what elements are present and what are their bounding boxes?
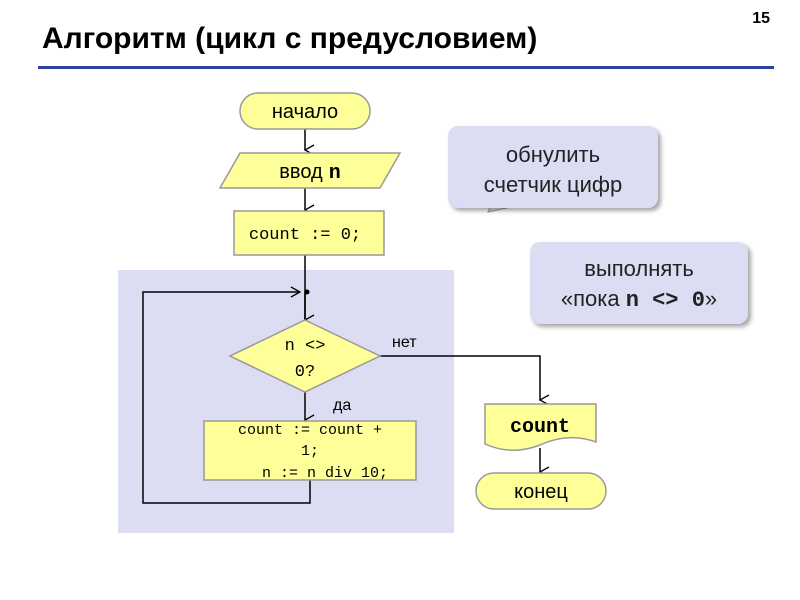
- condition-line-1: n <>: [285, 337, 326, 356]
- callout-reset-line-2: счетчик цифр: [483, 172, 623, 197]
- output-label: count: [510, 416, 570, 439]
- callout-reset-line-1: обнулить: [505, 142, 601, 167]
- end-label: конец: [514, 481, 568, 503]
- end-block: [475, 472, 607, 510]
- body-line-1: count := count +: [238, 422, 382, 439]
- callout-loop-condition: выполнять «пока n <> 0»: [530, 242, 748, 324]
- title-underline: [38, 66, 774, 69]
- connector-loop-back: [142, 286, 311, 504]
- input-block: [218, 152, 402, 189]
- body-line-3: n := n div 10;: [262, 465, 388, 482]
- callout-loop-line-1: выполнять: [584, 256, 694, 281]
- yes-label: да: [333, 397, 351, 414]
- input-variable: n: [329, 162, 341, 185]
- start-block: [239, 92, 371, 130]
- condition-block: [228, 319, 382, 393]
- callout-loop-line-2: «пока n <> 0»: [530, 284, 748, 316]
- slide-number: 15: [752, 10, 770, 27]
- init-label: count := 0;: [249, 226, 361, 245]
- output-block: [484, 403, 597, 451]
- connector-condition-no: [380, 355, 550, 406]
- callout-loop-suffix: »: [704, 286, 718, 311]
- callout-reset-counter: обнулить счетчик цифр: [448, 126, 658, 208]
- start-label: начало: [272, 101, 338, 123]
- page-title: Алгоритм (цикл с предусловием): [42, 22, 538, 55]
- loop-region: [118, 270, 454, 533]
- callout-loop-code: n <> 0: [625, 288, 705, 313]
- body-block: [203, 420, 417, 481]
- no-label: нет: [392, 334, 417, 351]
- input-label: ввод: [279, 161, 323, 183]
- merge-point: [304, 289, 310, 295]
- init-block: [233, 210, 385, 256]
- body-line-2: 1;: [301, 443, 319, 460]
- condition-line-2: 0?: [295, 363, 315, 382]
- callout-loop-prefix: «пока: [560, 286, 626, 311]
